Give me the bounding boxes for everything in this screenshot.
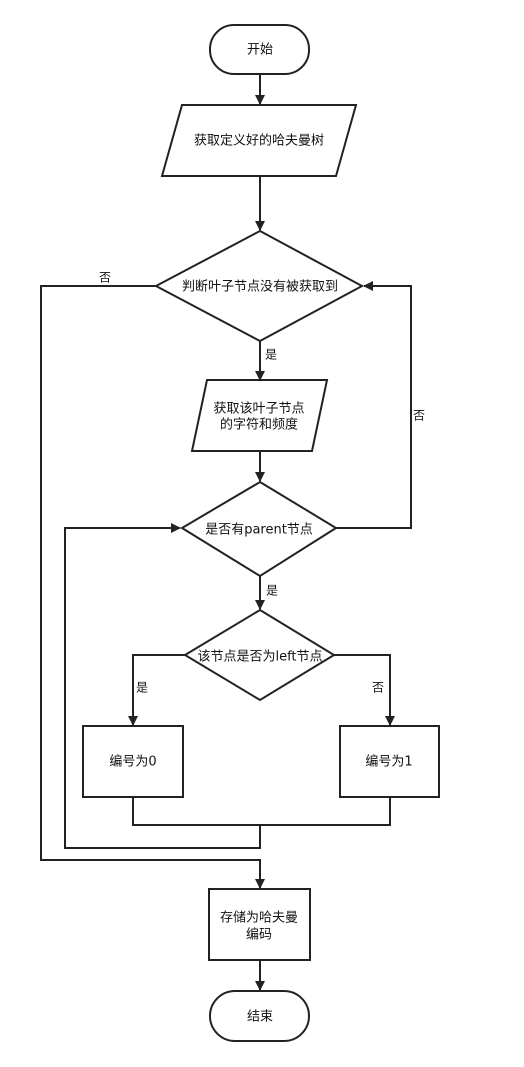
- edge-labels: 否 是 否 是 是 否: [99, 271, 425, 695]
- edge-label-left-yes: 是: [136, 681, 148, 695]
- start-label: 开始: [247, 43, 273, 58]
- connectors: [40, 74, 412, 991]
- has-parent-decision: 是否有parent节点: [180, 480, 338, 578]
- edge-label-parent-yes: 是: [266, 584, 278, 598]
- get-tree-shape: [160, 104, 358, 177]
- is-left-shape: [183, 608, 336, 702]
- start-shape: [209, 24, 310, 75]
- get-tree-node: 获取定义好的哈夫曼树: [160, 104, 358, 177]
- edge-is-left-yes: [128, 654, 185, 726]
- check-leaves-label: 判断叶子节点没有被获取到: [182, 280, 338, 295]
- code1-process: 编号为1: [339, 725, 440, 798]
- edge-codes-merge: [132, 797, 391, 826]
- store-shape: [208, 888, 311, 961]
- get-leaf-label-line2: 的字符和频度: [220, 417, 298, 433]
- store-label-line2: 编码: [246, 928, 272, 943]
- get-leaf-label-line1: 获取该叶子节点: [213, 402, 304, 417]
- has-parent-shape: [180, 480, 338, 578]
- code0-process: 编号为0: [82, 725, 184, 798]
- edge-label-parent-no: 否: [413, 409, 425, 423]
- code0-shape: [82, 725, 184, 798]
- store-process: 存储为哈夫曼 编码: [208, 888, 311, 961]
- check-leaves-shape: [153, 229, 365, 343]
- store-label-line1: 存储为哈夫曼: [220, 911, 298, 926]
- edge-codes-loop-back: [64, 523, 261, 849]
- end-label: 结束: [247, 1010, 273, 1025]
- code0-label: 编号为0: [109, 755, 156, 770]
- end-shape: [209, 990, 310, 1042]
- edge-has-parent-no-loop: [336, 281, 412, 529]
- check-leaves-decision: 判断叶子节点没有被获取到: [153, 229, 365, 343]
- has-parent-label: 是否有parent节点: [205, 523, 313, 538]
- is-left-label: 该节点是否为left节点: [197, 650, 322, 665]
- get-leaf-node: 获取该叶子节点 的字符和频度: [190, 379, 329, 452]
- edge-label-left-no: 否: [372, 681, 384, 695]
- end-terminal: 结束: [209, 990, 310, 1042]
- code1-label: 编号为1: [365, 755, 412, 770]
- code1-shape: [339, 725, 440, 798]
- edge-is-left-no: [334, 654, 395, 726]
- get-leaf-shape: [190, 379, 329, 452]
- is-left-decision: 该节点是否为left节点: [183, 608, 336, 702]
- edge-label-leaves-yes: 是: [265, 348, 277, 362]
- edge-check-no-to-store: [40, 285, 265, 889]
- start-terminal: 开始: [209, 24, 310, 75]
- edge-label-leaves-no: 否: [99, 271, 111, 285]
- get-tree-label: 获取定义好的哈夫曼树: [194, 133, 324, 149]
